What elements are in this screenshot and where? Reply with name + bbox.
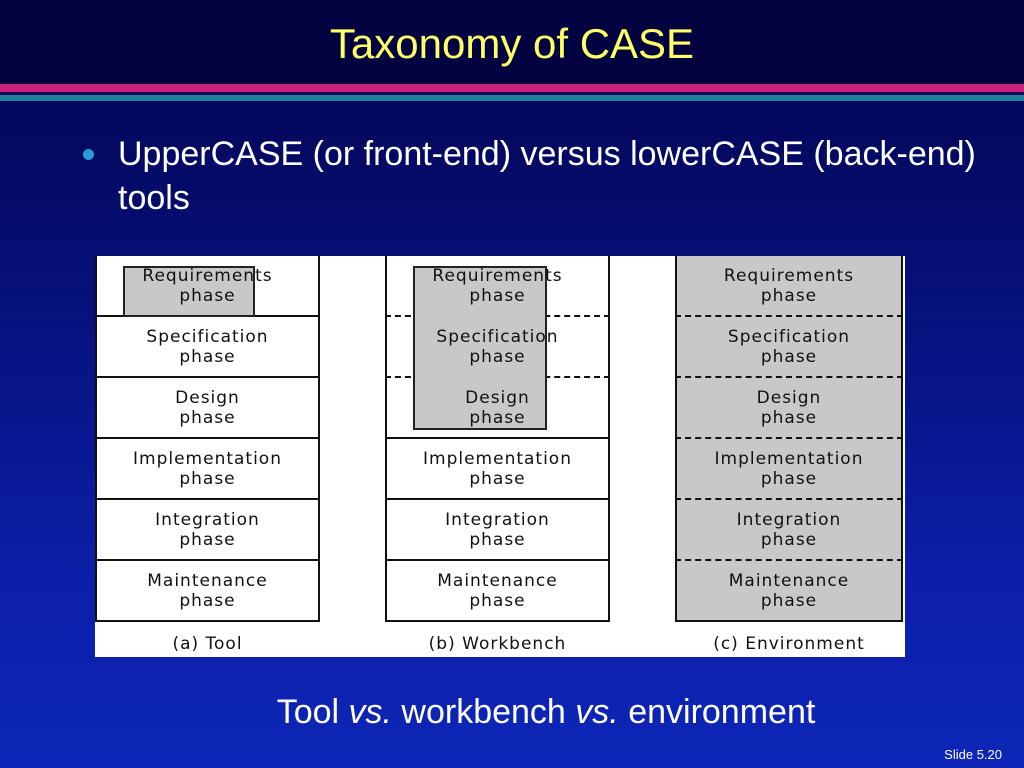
phase-label: Implementation phase <box>423 448 572 489</box>
workbench-coverage-box <box>413 266 547 430</box>
phase-design: Design phase <box>95 378 320 439</box>
phase-design: Design phase <box>675 378 903 439</box>
phase-label: Integration phase <box>445 509 550 550</box>
caption-workbench: (b) Workbench <box>428 634 567 654</box>
caption-part-environment: environment <box>628 693 816 731</box>
phase-specification: Specification phase <box>385 317 610 378</box>
phase-label: Integration phase <box>736 509 842 550</box>
phase-label: Design phase <box>756 387 822 428</box>
workbench-column: Requirements phase Specification phase D… <box>385 256 610 622</box>
phase-maintenance: Maintenance phase <box>385 561 610 622</box>
phase-label: Requirements phase <box>432 265 563 306</box>
caption-tool: (a) Tool <box>172 634 243 654</box>
bullet-dot-icon <box>83 149 94 160</box>
phase-implementation: Implementation phase <box>385 439 610 500</box>
phase-maintenance: Maintenance phase <box>675 561 903 622</box>
phase-design: Design phase <box>385 378 610 439</box>
phase-label: Implementation phase <box>133 448 282 489</box>
phase-implementation: Implementation phase <box>95 439 320 500</box>
caption-part-tool: Tool <box>276 693 340 731</box>
phase-maintenance: Maintenance phase <box>95 561 320 622</box>
title-bar <box>0 0 1024 84</box>
slide-number: Slide 5.20 <box>944 747 1002 762</box>
phase-integration: Integration phase <box>385 500 610 561</box>
phase-integration: Integration phase <box>675 500 903 561</box>
phase-implementation: Implementation phase <box>675 439 903 500</box>
phase-integration: Integration phase <box>95 500 320 561</box>
tool-coverage-box <box>123 266 255 317</box>
figure-caption: Tool vs. workbench vs. environment <box>0 690 1024 734</box>
phase-specification: Specification phase <box>95 317 320 378</box>
case-taxonomy-figure: Requirements phase Specification phase D… <box>95 256 905 657</box>
tool-column: Requirements phase Specification phase D… <box>95 256 320 622</box>
environment-column: Requirements phase Specification phase D… <box>675 256 903 622</box>
caption-vs-1: vs. <box>348 693 392 731</box>
title-stripe-magenta <box>0 84 1024 92</box>
phase-label: Integration phase <box>155 509 260 550</box>
slide-title: Taxonomy of CASE <box>329 20 695 67</box>
phase-label: Specification phase <box>436 326 559 367</box>
caption-environment: (c) Environment <box>713 634 865 654</box>
caption-vs-2: vs. <box>575 693 619 731</box>
phase-label: Implementation phase <box>714 448 864 489</box>
bullet-text: UpperCASE (or front-end) versus lowerCAS… <box>118 135 976 217</box>
caption-part-workbench: workbench <box>401 693 566 731</box>
phase-label: Requirements phase <box>723 265 855 306</box>
phase-label: Design phase <box>175 387 240 428</box>
phase-label: Maintenance phase <box>147 570 268 611</box>
title-stripe-teal <box>0 95 1024 101</box>
phase-requirements: Requirements phase <box>675 256 903 317</box>
phase-label: Maintenance phase <box>728 570 850 611</box>
phase-specification: Specification phase <box>675 317 903 378</box>
phase-label: Maintenance phase <box>437 570 558 611</box>
phase-label: Requirements phase <box>142 265 273 306</box>
phase-label: Design phase <box>465 387 530 428</box>
phase-label: Specification phase <box>727 326 851 367</box>
phase-label: Specification phase <box>146 326 269 367</box>
